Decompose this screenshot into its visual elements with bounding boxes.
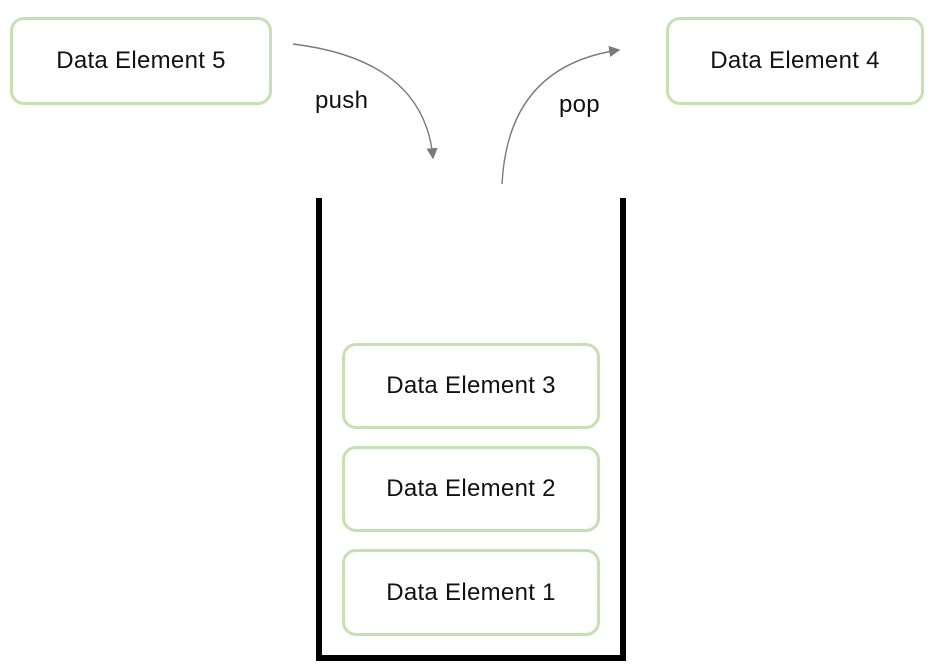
stack-item: Data Element 1	[342, 549, 600, 636]
stack-item-label: Data Element 1	[386, 578, 556, 606]
data-element-5-label: Data Element 5	[56, 47, 226, 74]
stack-item-label: Data Element 2	[386, 475, 556, 502]
stack-item: Data Element 2	[342, 446, 600, 532]
stack-container	[316, 198, 626, 661]
stack-item-label: Data Element 3	[386, 372, 556, 399]
data-element-4-box: Data Element 4	[666, 17, 924, 105]
stack-item: Data Element 3	[342, 343, 600, 429]
push-label: push	[315, 87, 369, 114]
data-element-5-box: Data Element 5	[10, 17, 272, 105]
data-element-4-label: Data Element 4	[710, 47, 880, 74]
pop-label: pop	[559, 91, 600, 118]
